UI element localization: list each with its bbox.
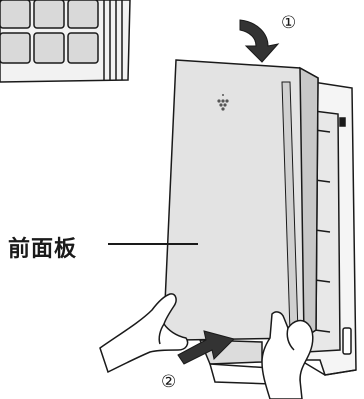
left-hand bbox=[99, 293, 189, 374]
front-panel bbox=[163, 59, 319, 341]
push-right-arrow-icon bbox=[177, 330, 235, 365]
step-1-label: ① bbox=[281, 13, 297, 33]
front-panel-label: 前面板 bbox=[8, 237, 78, 262]
curved-down-arrow-icon bbox=[239, 19, 280, 63]
filter-grid-detail bbox=[0, 0, 131, 83]
right-hand bbox=[261, 311, 314, 399]
grape-cluster-logo-icon bbox=[217, 94, 229, 111]
step-2-label: ② bbox=[161, 372, 177, 392]
